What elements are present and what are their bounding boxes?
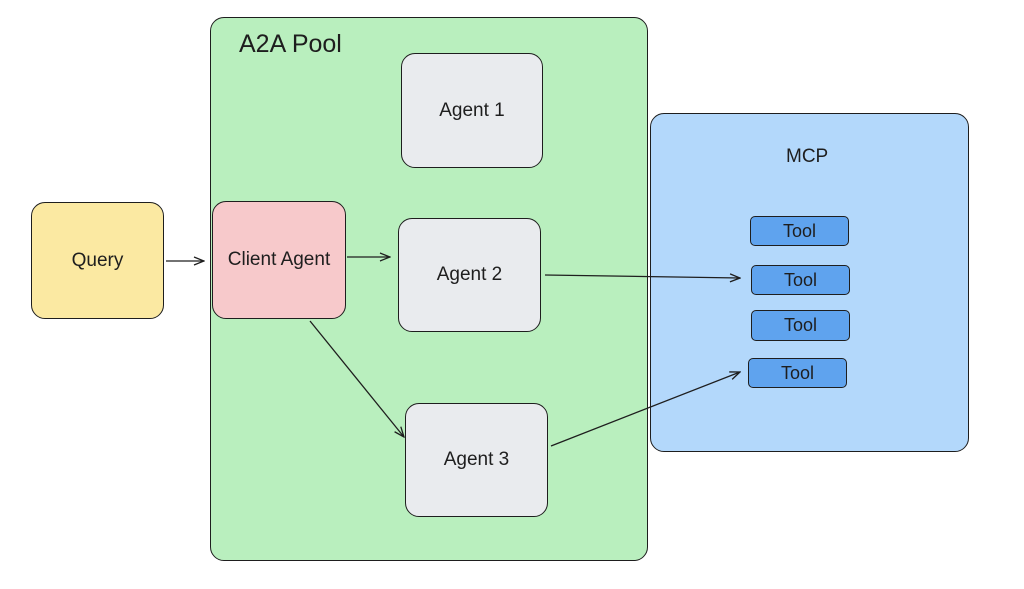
tool-2-label: Tool (783, 269, 818, 290)
client-agent-node: Client Agent (212, 201, 346, 319)
arrow-client-agent-to-agent-3 (309, 320, 404, 437)
agent-3-label: Agent 3 (443, 449, 510, 470)
mcp-tool-3: Tool (751, 310, 850, 341)
tool-1-label: Tool (782, 220, 817, 241)
mcp-tool-1: Tool (750, 216, 849, 246)
agent-2-node: Agent 2 (398, 218, 541, 332)
agent-3-node: Agent 3 (405, 403, 548, 517)
a2a-pool-title: A2A Pool (239, 30, 342, 58)
tool-4-label: Tool (780, 362, 815, 383)
agent-2-label: Agent 2 (436, 264, 503, 285)
mcp-title: MCP (786, 146, 829, 167)
arrow-agent-2-to-tool-2 (544, 275, 740, 278)
mcp-tool-2: Tool (751, 265, 850, 295)
agent-1-node: Agent 1 (401, 53, 543, 168)
client-agent-label: Client Agent (227, 249, 331, 270)
mcp-tool-4: Tool (748, 358, 847, 388)
query-label: Query (71, 249, 124, 271)
query-node: Query (31, 202, 164, 319)
tool-3-label: Tool (783, 315, 818, 335)
arrow-agent-3-to-tool-4 (550, 372, 740, 447)
agent-1-label: Agent 1 (439, 99, 505, 121)
